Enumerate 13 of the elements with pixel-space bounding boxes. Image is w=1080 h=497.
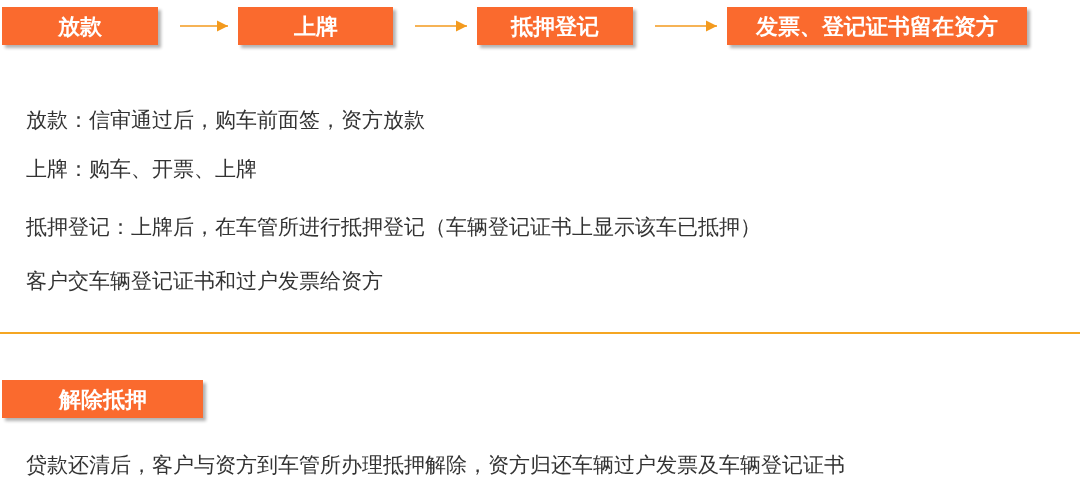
step-box: 抵押登记 [477, 7, 633, 45]
step-box: 上牌 [238, 7, 393, 45]
description-text: 上牌：购车、开票、上牌 [26, 156, 257, 183]
arrow [654, 20, 718, 32]
step-box: 发票、登记证书留在资方 [727, 7, 1027, 45]
description-text: 客户交车辆登记证书和过户发票给资方 [26, 268, 383, 295]
step-box: 解除抵押 [2, 380, 203, 418]
arrow [414, 20, 468, 32]
arrow [179, 20, 229, 32]
step-box: 放款 [2, 7, 158, 45]
description-text: 抵押登记：上牌后，在车管所进行抵押登记（车辆登记证书上显示该车已抵押） [26, 214, 761, 241]
description-text: 放款：信审通过后，购车前面签，资方放款 [26, 107, 425, 134]
description-text: 贷款还清后，客户与资方到车管所办理抵押解除，资方归还车辆过户发票及车辆登记证书 [26, 452, 845, 479]
